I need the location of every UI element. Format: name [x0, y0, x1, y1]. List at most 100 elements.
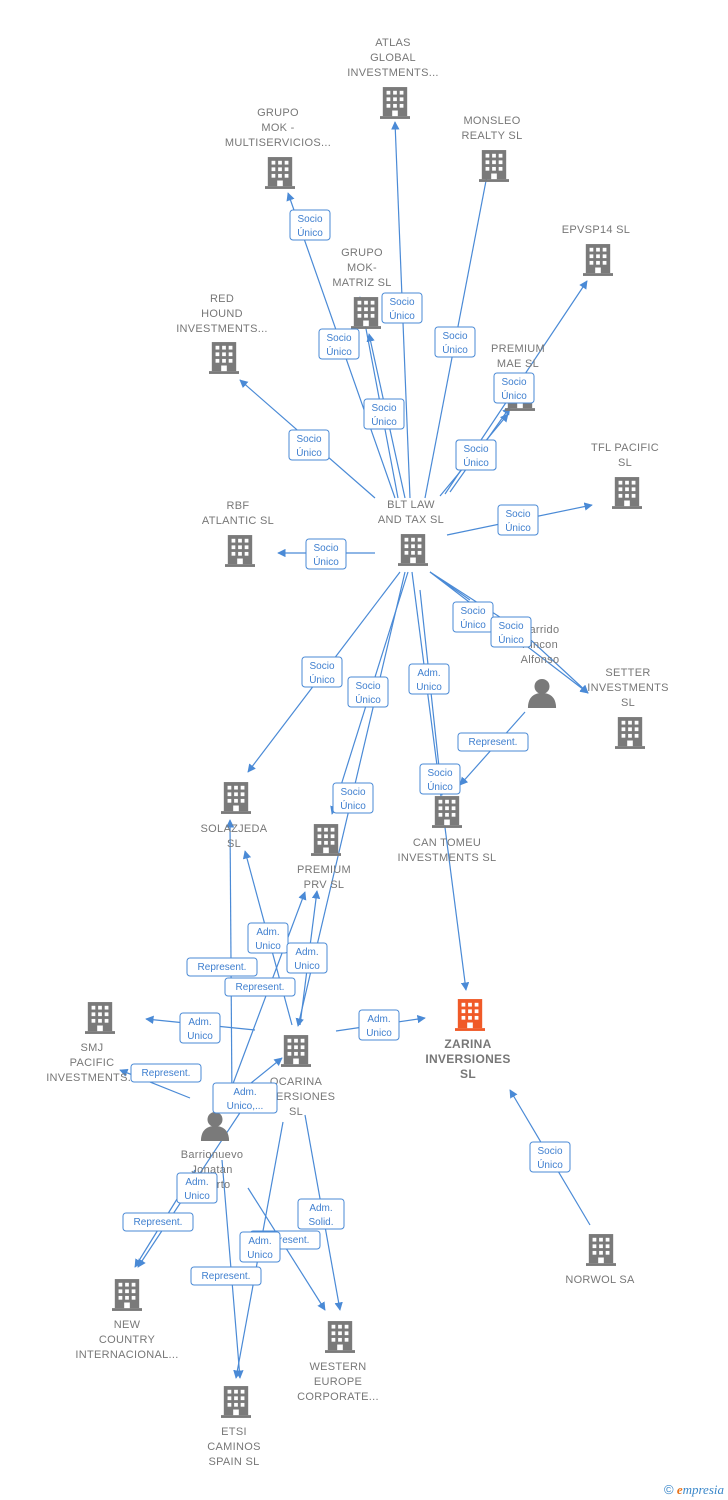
edge-label[interactable]: Adm.Unico [247, 922, 289, 954]
edge-label[interactable]: Represent. [190, 1266, 262, 1286]
node-atlas[interactable]: ATLASGLOBALINVESTMENTS... [347, 37, 439, 119]
node-label: GLOBAL [370, 52, 416, 64]
node-label: EPVSP14 SL [562, 224, 630, 236]
building-icon [112, 1279, 142, 1311]
edge-label-text: Único [460, 618, 486, 631]
node-smj-pacific[interactable]: SMJPACIFICINVESTMENTS... [46, 1002, 138, 1084]
node-new-country[interactable]: NEWCOUNTRYINTERNACIONAL... [75, 1279, 178, 1361]
edge-label-text: Único [537, 1158, 563, 1171]
node-label: MOK - [261, 122, 294, 134]
building-icon [615, 717, 645, 749]
node-label: MONSLEO [463, 115, 520, 127]
edge-label[interactable]: Adm.Unico [358, 1009, 400, 1041]
node-label: SL [289, 1106, 303, 1118]
building-icon [311, 824, 341, 856]
edge-label-text: Único [309, 673, 335, 686]
building-icon [221, 1386, 251, 1418]
edge-label[interactable]: Represent. [457, 732, 529, 752]
edge-label-text: Único [296, 446, 322, 459]
edge-label-text: Represent. [469, 737, 518, 748]
node-western-europe[interactable]: WESTERNEUROPECORPORATE... [297, 1321, 379, 1403]
building-icon [398, 534, 428, 566]
edge-label[interactable]: Represent. [186, 957, 258, 977]
footer-brand: © empresia [664, 1482, 724, 1498]
edge-label-text: Socio [463, 444, 488, 455]
node-red-hound[interactable]: REDHOUNDINVESTMENTS... [176, 293, 268, 374]
edge-label-text: Único [326, 345, 352, 358]
node-label: MAE SL [497, 358, 539, 370]
edge-label-text: Único [501, 389, 527, 402]
edge-label-text: Solid. [308, 1217, 333, 1228]
node-label: RED [210, 293, 234, 305]
node-label: PRV SL [304, 879, 345, 891]
edge-label-text: Socio [442, 331, 467, 342]
edge-blt_law-to-grupo_mok_matriz [357, 296, 399, 499]
edge-label[interactable]: Represent. [224, 977, 296, 997]
edge-barrionuevo-to-premium_prv [224, 891, 307, 1106]
edge-label[interactable]: Represent. [122, 1212, 194, 1232]
node-label: GRUPO [257, 107, 299, 119]
edge-label[interactable]: Represent. [130, 1063, 202, 1083]
edge-label-text: Único [297, 226, 323, 239]
node-epvsp14[interactable]: EPVSP14 SL [562, 224, 630, 276]
edge-label[interactable]: Adm.Unico [176, 1172, 218, 1204]
edge-label-text: Represent. [236, 982, 285, 993]
edge-label[interactable]: Adm.Unico [239, 1231, 281, 1263]
node-label: ETSI [221, 1426, 247, 1438]
building-icon [612, 477, 642, 509]
edge-label-text: Adm. [233, 1087, 256, 1098]
node-label: INTERNACIONAL... [75, 1349, 178, 1361]
node-label: WESTERN [309, 1361, 366, 1373]
edge-label-text: Adm. [309, 1203, 332, 1214]
edge-label[interactable]: Adm.Unico [286, 942, 328, 974]
edge-label-text: Unico [255, 941, 281, 952]
edge-label-text: Unico [247, 1250, 273, 1261]
edge-label[interactable]: Adm.Unico,... [212, 1082, 278, 1114]
person-icon [200, 1111, 230, 1141]
node-label: CAN TOMEU [413, 837, 481, 849]
edge-label-text: Socio [427, 768, 452, 779]
edge-label[interactable]: Adm. Solid. [297, 1198, 345, 1230]
edge-label[interactable]: Adm.Unico [179, 1012, 221, 1044]
edge-label-text: Único [505, 521, 531, 534]
edge-label-text: Adm. [367, 1014, 390, 1025]
node-label: SETTER [605, 667, 650, 679]
edge-label-text: Socio [340, 787, 365, 798]
node-label: Alfonso [521, 654, 560, 666]
edge-label-text: Socio [537, 1146, 562, 1157]
edge-label-text: Socio [389, 297, 414, 308]
node-norwol[interactable]: NORWOL SA [565, 1234, 635, 1286]
edge-label[interactable]: Adm.Unico [408, 663, 450, 695]
